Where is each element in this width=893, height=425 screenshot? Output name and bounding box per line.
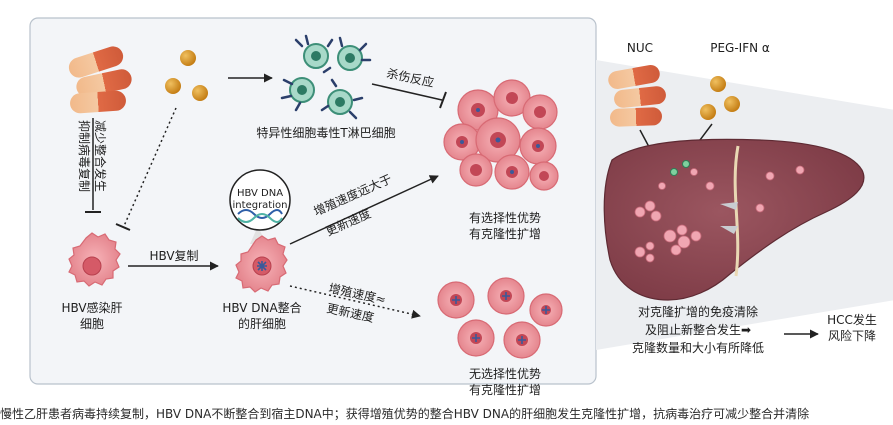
immune-clear-2: 及阻止新整合发生➡ — [645, 322, 751, 337]
immune-clear-3: 克隆数量和大小有所降低 — [632, 340, 764, 355]
integrated-label-1: HBV DNA整合 — [222, 300, 301, 315]
integration-text-1: HBV DNA — [237, 188, 283, 199]
selective-clone-cluster — [443, 79, 559, 191]
ctl-cluster — [280, 34, 372, 120]
hbv-cell-label-2: 细胞 — [80, 317, 104, 331]
kill-bar-line — [371, 83, 443, 101]
hbv-cell-label-1: HBV感染肝 — [61, 300, 122, 315]
non-selective-label-2: 有克隆性扩增 — [469, 382, 541, 397]
replicate-label: HBV复制 — [149, 249, 198, 263]
equal-arrow — [289, 285, 421, 319]
hcc-label-2: 风险下降 — [828, 328, 876, 343]
nuc-pills-left — [68, 46, 132, 114]
funnel-arrows — [720, 202, 738, 234]
nuc-label: NUC — [627, 41, 653, 55]
selective-label-2: 有克隆性扩增 — [469, 226, 541, 241]
kill-bar-tip — [439, 91, 447, 109]
hcc-label-1: HCC发生 — [827, 312, 877, 327]
suppress-label-2: 减少整合发生 — [93, 120, 108, 192]
integrated-cell — [235, 235, 288, 293]
integration-text-2: integration — [233, 200, 288, 211]
ctl-label: 特异性细胞毒性T淋巴细胞 — [256, 125, 395, 140]
peg-ifn-balls-left — [165, 50, 208, 101]
selective-label-1: 有选择性优势 — [469, 211, 541, 225]
suppress-label-1: 抑制病毒复制 — [77, 120, 92, 192]
ifn-dotted-tbar — [115, 223, 131, 231]
immune-clear-1: 对克隆扩增的免疫清除 — [638, 304, 758, 319]
peg-ifn-balls-right — [700, 76, 740, 120]
hbv-infected-cell — [68, 232, 121, 287]
non-selective-cluster — [437, 277, 563, 359]
peg-label: PEG-IFN α — [710, 41, 770, 55]
ifn-dotted-line — [123, 107, 177, 227]
non-selective-label-1: 无选择性优势 — [469, 367, 541, 381]
figure-caption: 慢性乙肝患者病毒持续复制，HBV DNA不断整合到宿主DNA中；获得增殖优势的整… — [0, 407, 810, 421]
nuc-pills-right — [608, 65, 666, 127]
liver — [603, 138, 865, 301]
faster-arrow — [289, 175, 439, 245]
integrated-label-2: 的肝细胞 — [238, 316, 286, 331]
